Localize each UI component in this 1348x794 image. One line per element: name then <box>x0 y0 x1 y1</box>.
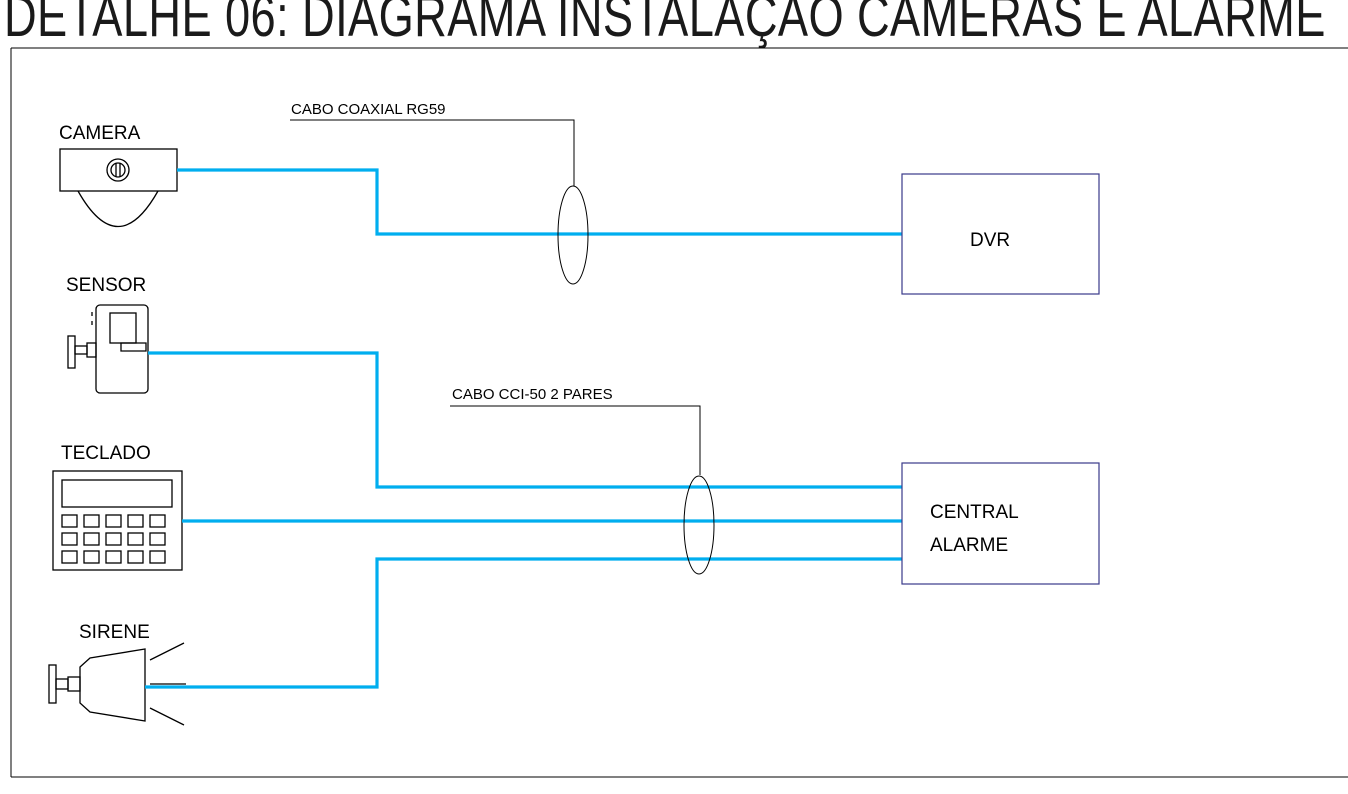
keypad-key <box>61 532 78 546</box>
sensor-label: SENSOR <box>66 275 146 296</box>
camera-icon <box>59 148 178 228</box>
dvr-box <box>901 173 1100 295</box>
drawing-frame <box>10 47 1348 778</box>
camera-cable <box>177 168 902 236</box>
central-label: CENTRAL <box>930 502 1019 523</box>
keypad-key <box>127 550 144 564</box>
keypad-key <box>83 514 100 528</box>
sirene-label: SIRENE <box>79 622 150 643</box>
dvr-label: DVR <box>970 230 1010 251</box>
keypad-key <box>105 550 122 564</box>
siren-cable <box>145 557 902 689</box>
keypad-key <box>105 514 122 528</box>
keypad-key <box>127 532 144 546</box>
keypad-key <box>61 514 78 528</box>
cable-lines <box>145 168 902 689</box>
coaxial-cable-label: CABO COAXIAL RG59 <box>291 101 446 118</box>
keypad-icon <box>52 470 183 571</box>
coaxial-callout <box>290 119 589 285</box>
keypad-key <box>105 532 122 546</box>
central-alarme-box <box>901 462 1100 585</box>
camera-label: CAMERA <box>59 123 141 144</box>
cci-callout <box>450 405 715 575</box>
keypad-key <box>149 514 166 528</box>
teclado-label: TECLADO <box>61 443 151 464</box>
keypad-key <box>83 532 100 546</box>
keypad-key <box>149 532 166 546</box>
cci-cable-label: CABO CCI-50 2 PARES <box>452 386 613 403</box>
keypad-key <box>83 550 100 564</box>
keypad-key <box>149 550 166 564</box>
siren-icon <box>48 642 186 726</box>
sensor-cable <box>148 351 902 489</box>
keypad-key <box>127 514 144 528</box>
keypad-key <box>61 550 78 564</box>
sensor-icon <box>67 304 149 394</box>
alarme-label: ALARME <box>930 535 1008 556</box>
